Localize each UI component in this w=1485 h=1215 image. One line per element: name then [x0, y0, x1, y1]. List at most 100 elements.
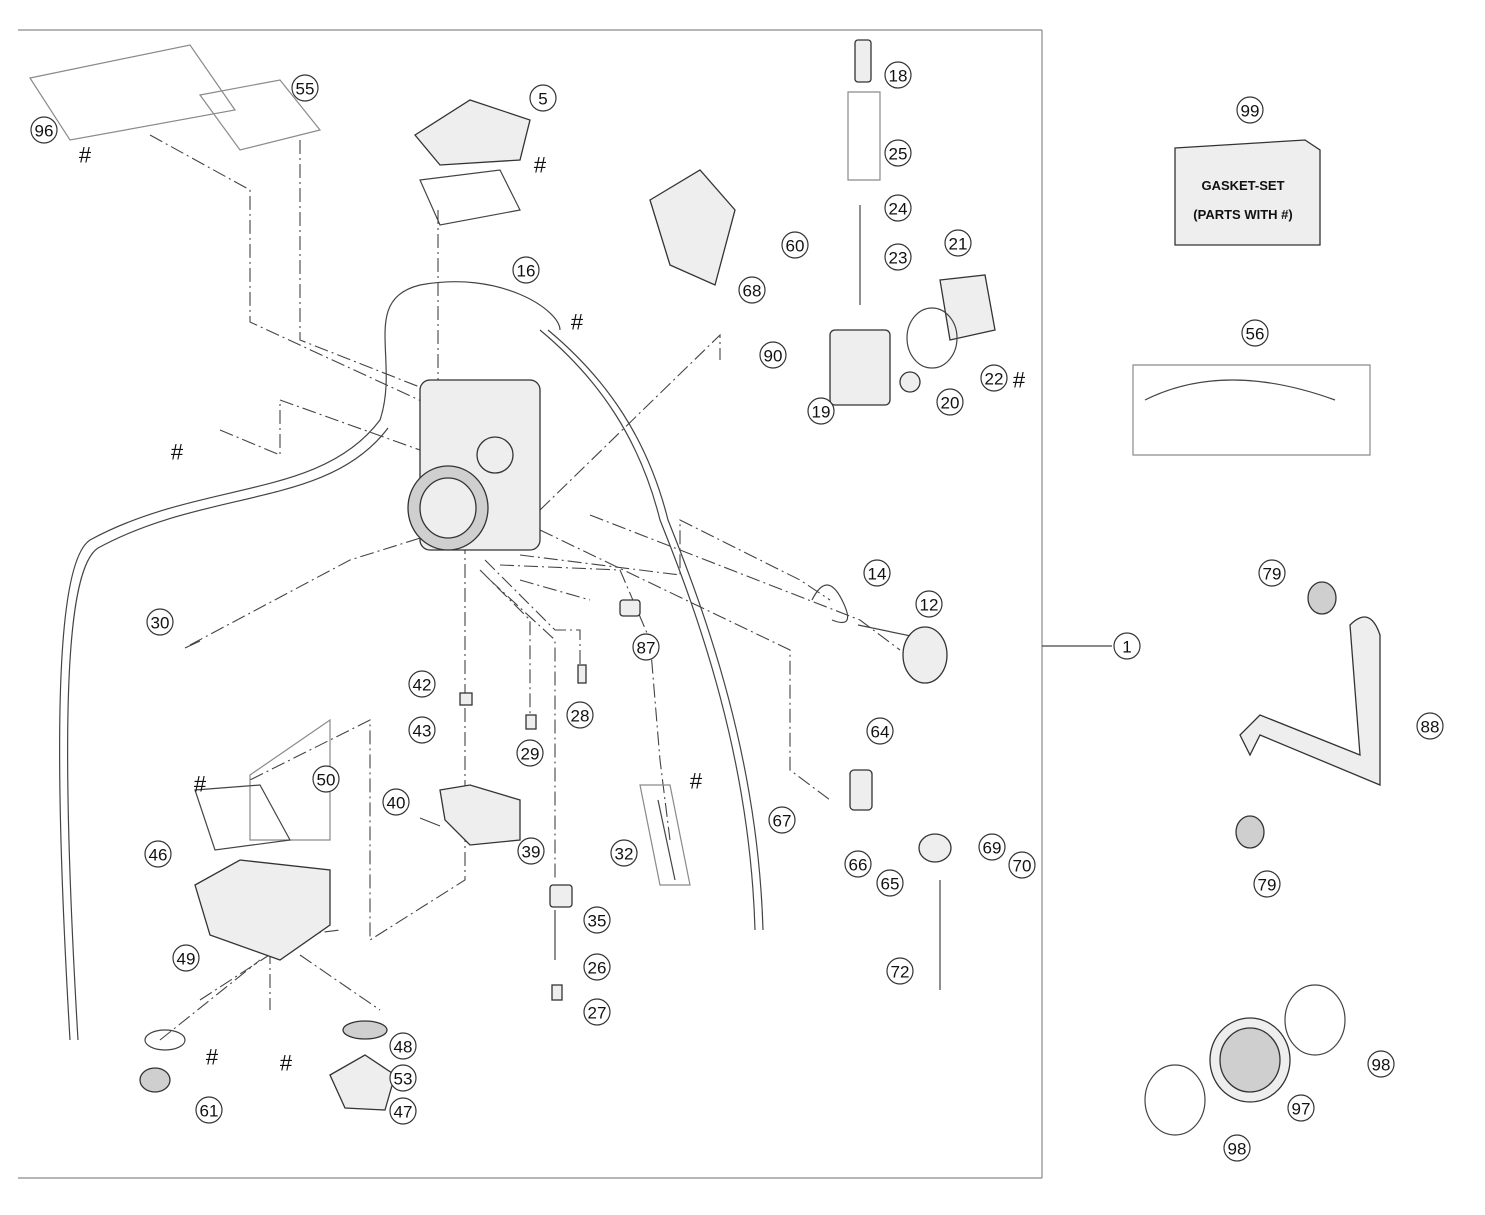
- gasket-hash-mark: #: [534, 153, 547, 178]
- callout-label: 43: [413, 722, 432, 741]
- callout-circle: [1258, 559, 1286, 587]
- callout-label: 18: [889, 67, 908, 86]
- callout-circle: [610, 839, 638, 867]
- callout-circle: [291, 74, 319, 102]
- callout-label: 42: [413, 676, 432, 695]
- callout-18: 18: [884, 61, 912, 89]
- callout-65: 65: [876, 869, 904, 897]
- callout-14: 14: [863, 559, 891, 587]
- callout-98a: 98: [1367, 1050, 1395, 1078]
- callout-28: 28: [566, 701, 594, 729]
- callout-circle: [583, 998, 611, 1026]
- callout-label: 56: [1246, 325, 1265, 344]
- callout-42: 42: [408, 670, 436, 698]
- callout-43: 43: [408, 716, 436, 744]
- gasket-hash-mark: #: [1013, 368, 1026, 393]
- callout-21: 21: [944, 229, 972, 257]
- callout-circle: [146, 608, 174, 636]
- leader-lines: [58, 134, 1112, 1041]
- callout-circle: [978, 833, 1006, 861]
- callout-circle: [1253, 870, 1281, 898]
- callout-circle: [389, 1032, 417, 1060]
- callout-circle: [1367, 1050, 1395, 1078]
- callout-49: 49: [172, 944, 200, 972]
- callout-label: 50: [317, 771, 336, 790]
- callout-circle: [516, 739, 544, 767]
- callout-79a: 79: [1258, 559, 1286, 587]
- callout-circle: [884, 243, 912, 271]
- callout-label: 47: [394, 1103, 413, 1122]
- callout-label: 64: [871, 723, 890, 742]
- callout-22: 22: [980, 364, 1008, 392]
- callout-circle: [632, 633, 660, 661]
- callout-circle: [1241, 319, 1269, 347]
- callout-label: 25: [889, 145, 908, 164]
- callout-label: 96: [35, 122, 54, 141]
- callout-5: 5: [529, 84, 557, 112]
- callout-circle: [768, 806, 796, 834]
- callout-label: 24: [889, 200, 908, 219]
- callout-label: 88: [1421, 718, 1440, 737]
- callout-label: 79: [1258, 876, 1277, 895]
- callout-30: 30: [146, 608, 174, 636]
- callout-circle: [738, 276, 766, 304]
- callout-50: 50: [312, 765, 340, 793]
- callout-label: 5: [538, 90, 547, 109]
- callout-circle: [517, 837, 545, 865]
- callout-label: 32: [615, 845, 634, 864]
- callout-1: 1: [1113, 632, 1141, 660]
- callout-circle: [915, 590, 943, 618]
- callout-label: 23: [889, 249, 908, 268]
- callout-label: 16: [517, 262, 536, 281]
- callout-circle: [1008, 851, 1036, 879]
- callout-label: 69: [983, 839, 1002, 858]
- callout-90: 90: [759, 341, 787, 369]
- callout-circle: [807, 397, 835, 425]
- callout-circle: [1223, 1134, 1251, 1162]
- callout-25: 25: [884, 139, 912, 167]
- callout-label: 1: [1122, 638, 1131, 657]
- callout-24: 24: [884, 194, 912, 222]
- callout-circle: [884, 61, 912, 89]
- callout-12: 12: [915, 590, 943, 618]
- callout-label: 26: [588, 959, 607, 978]
- callout-label: 14: [868, 565, 887, 584]
- callout-label: 30: [151, 614, 170, 633]
- callout-circle: [884, 194, 912, 222]
- gasket-set-subtitle: (PARTS WITH #): [1193, 207, 1292, 222]
- callout-19: 19: [807, 397, 835, 425]
- callout-circle: [759, 341, 787, 369]
- callout-32: 32: [610, 839, 638, 867]
- callout-53: 53: [389, 1064, 417, 1092]
- callout-29: 29: [516, 739, 544, 767]
- callout-26: 26: [583, 953, 611, 981]
- callout-circle: [1287, 1094, 1315, 1122]
- callout-27: 27: [583, 998, 611, 1026]
- callout-label: 19: [812, 403, 831, 422]
- callout-circle: [529, 84, 557, 112]
- callout-circle: [936, 388, 964, 416]
- callout-20: 20: [936, 388, 964, 416]
- gasket-hash-mark: #: [194, 772, 207, 797]
- callout-label: 67: [773, 812, 792, 831]
- callout-87: 87: [632, 633, 660, 661]
- callout-circle: [408, 716, 436, 744]
- callout-circle: [1416, 712, 1444, 740]
- callout-68: 68: [738, 276, 766, 304]
- callout-label: 46: [149, 846, 168, 865]
- callout-label: 97: [1292, 1100, 1311, 1119]
- callout-67: 67: [768, 806, 796, 834]
- callout-61: 61: [195, 1096, 223, 1124]
- callout-label: 35: [588, 912, 607, 931]
- gasket-set-box: GASKET-SET (PARTS WITH #): [1193, 178, 1292, 222]
- callout-label: 70: [1013, 857, 1032, 876]
- callout-circle: [389, 1097, 417, 1125]
- callout-60: 60: [781, 231, 809, 259]
- callout-label: 99: [1241, 102, 1260, 121]
- callout-55: 55: [291, 74, 319, 102]
- callout-79b: 79: [1253, 870, 1281, 898]
- callout-circle: [980, 364, 1008, 392]
- parts: [139, 39, 1381, 1136]
- callout-label: 55: [296, 80, 315, 99]
